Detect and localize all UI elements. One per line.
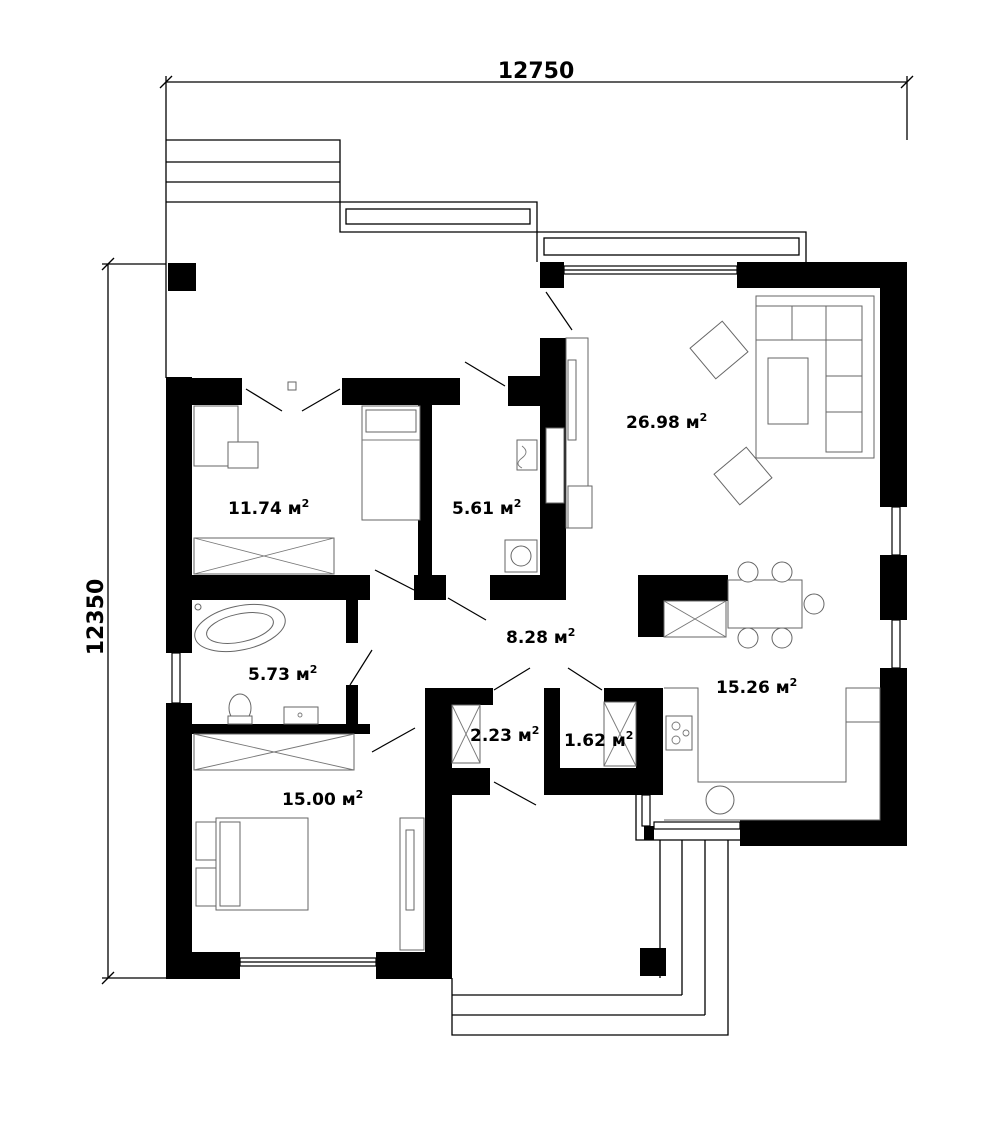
wc-utility-fixtures xyxy=(451,701,637,767)
room-area-bathroom: 5.73 м2 xyxy=(248,663,317,685)
bathroom-fixtures xyxy=(194,603,319,725)
room-area-bedroom-2: 15.00 м2 xyxy=(282,788,363,810)
room-area-bedroom-1: 11.74 м2 xyxy=(228,497,309,519)
width-dimension: 12750 xyxy=(498,59,575,84)
rear-steps xyxy=(451,795,740,1036)
room-area-utility: 1.62 м2 xyxy=(564,729,633,751)
room-area-wc: 2.23 м2 xyxy=(470,724,539,746)
room-area-storage: 5.61 м2 xyxy=(452,497,521,519)
dimension-lines xyxy=(101,75,914,985)
living-room-furniture xyxy=(545,295,875,529)
room-area-hall: 8.28 м2 xyxy=(506,626,575,648)
kitchen-dining-furniture xyxy=(663,561,881,821)
doors xyxy=(245,291,603,806)
room-labels: 11.74 м2 5.61 м2 26.98 м2 5.73 м2 8.28 м… xyxy=(228,411,797,810)
bedroom-1-furniture xyxy=(193,381,421,575)
storage-equipment xyxy=(504,439,538,573)
walls xyxy=(166,262,907,979)
height-dimension: 12350 xyxy=(84,579,109,656)
bedroom-2-furniture xyxy=(193,733,425,951)
room-area-living-room: 26.98 м2 xyxy=(626,411,707,433)
windows xyxy=(171,265,901,967)
room-area-kitchen-dining: 15.26 м2 xyxy=(716,676,797,698)
front-terrace xyxy=(165,139,807,378)
